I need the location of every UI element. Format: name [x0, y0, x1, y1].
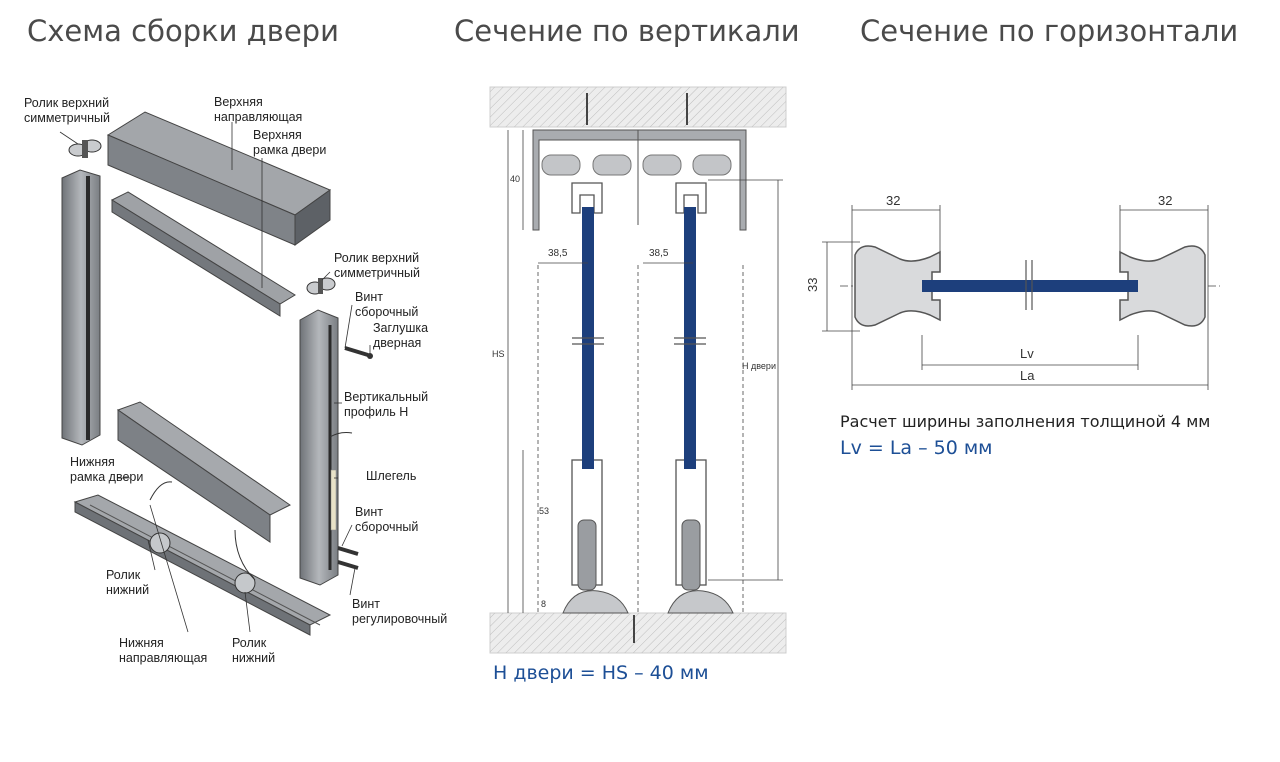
- right-profile: [1119, 245, 1206, 327]
- vertical-section-diagram: 40 38,5 38,5 HS Н двери 53 8: [489, 86, 787, 654]
- dim-38-left: 38,5: [548, 248, 568, 259]
- right-vertical-profile: [299, 309, 339, 586]
- assembly-leader-lines: [59, 122, 371, 633]
- assembly-diagram: [59, 111, 373, 636]
- glass-panel: [922, 280, 1138, 292]
- bottom-wheels: [577, 519, 701, 591]
- bottom-guide: [73, 494, 332, 636]
- label-screw-adjust: Винт регулировочный: [352, 597, 448, 626]
- dim-32-left: 32: [886, 193, 900, 208]
- vertical-section-title: Сечение по вертикали: [454, 14, 800, 48]
- dim-lv: Lv: [1020, 346, 1034, 361]
- screws: [329, 346, 373, 570]
- label-bottom-frame: Нижняя рамка двери: [70, 455, 144, 484]
- fill-width-formula: Lv = La – 50 мм: [840, 437, 993, 459]
- dimension-lines: [507, 130, 783, 613]
- bottom-door-frame: [116, 401, 291, 543]
- dim-53: 53: [539, 506, 549, 516]
- top-roller-left: [68, 139, 102, 158]
- label-screw-assembly-bottom: Винт сборочный: [355, 505, 419, 534]
- dim-h-door: Н двери: [742, 361, 776, 371]
- dim-8: 8: [541, 599, 546, 609]
- calc-caption: Расчет ширины заполнения толщиной 4 мм: [840, 412, 1211, 431]
- left-vertical-profile: [61, 169, 101, 446]
- label-top-guide: Верхняя направляющая: [214, 95, 303, 124]
- top-roller-right: [306, 277, 336, 295]
- top-rollers: [541, 154, 732, 176]
- assembly-title: Схема сборки двери: [27, 14, 339, 48]
- label-vertical-profile: Вертикальный профиль Н: [344, 390, 429, 419]
- left-profile: [854, 245, 941, 327]
- top-door-frame: [110, 191, 296, 317]
- break-marks: [1025, 260, 1033, 310]
- door-height-formula: Н двери = HS – 40 мм: [493, 662, 709, 684]
- top-track-profile: [532, 129, 747, 231]
- dim-38-right: 38,5: [649, 248, 669, 259]
- dim-32-right: 32: [1158, 193, 1172, 208]
- bottom-rollers: [149, 481, 256, 594]
- label-door-plug: Заглушка дверная: [373, 321, 429, 350]
- break-marks: [572, 337, 706, 345]
- dim-40: 40: [510, 174, 520, 184]
- label-screw-assembly-top: Винт сборочный: [355, 290, 419, 319]
- horizontal-section-title: Сечение по горизонтали: [860, 14, 1239, 48]
- label-top-frame: Верхняя рамка двери: [253, 128, 327, 157]
- label-top-roller-left: Ролик верхний симметричный: [24, 96, 110, 125]
- ceiling-screws: [586, 93, 688, 643]
- label-bottom-roller-right: Ролик нижний: [232, 636, 276, 665]
- dim-33: 33: [805, 278, 820, 292]
- horizontal-section-diagram: 32 32 33 Lv La: [805, 193, 1220, 390]
- label-schlegel: Шлегель: [366, 469, 417, 483]
- dim-la: La: [1020, 368, 1035, 383]
- bottom-track-profile: [562, 590, 734, 614]
- label-bottom-roller-left: Ролик нижний: [106, 568, 150, 597]
- dim-hs: HS: [492, 349, 505, 359]
- label-bottom-guide: Нижняя направляющая: [119, 636, 208, 665]
- top-guide: [106, 111, 332, 246]
- label-top-roller-right: Ролик верхний симметричный: [334, 251, 420, 280]
